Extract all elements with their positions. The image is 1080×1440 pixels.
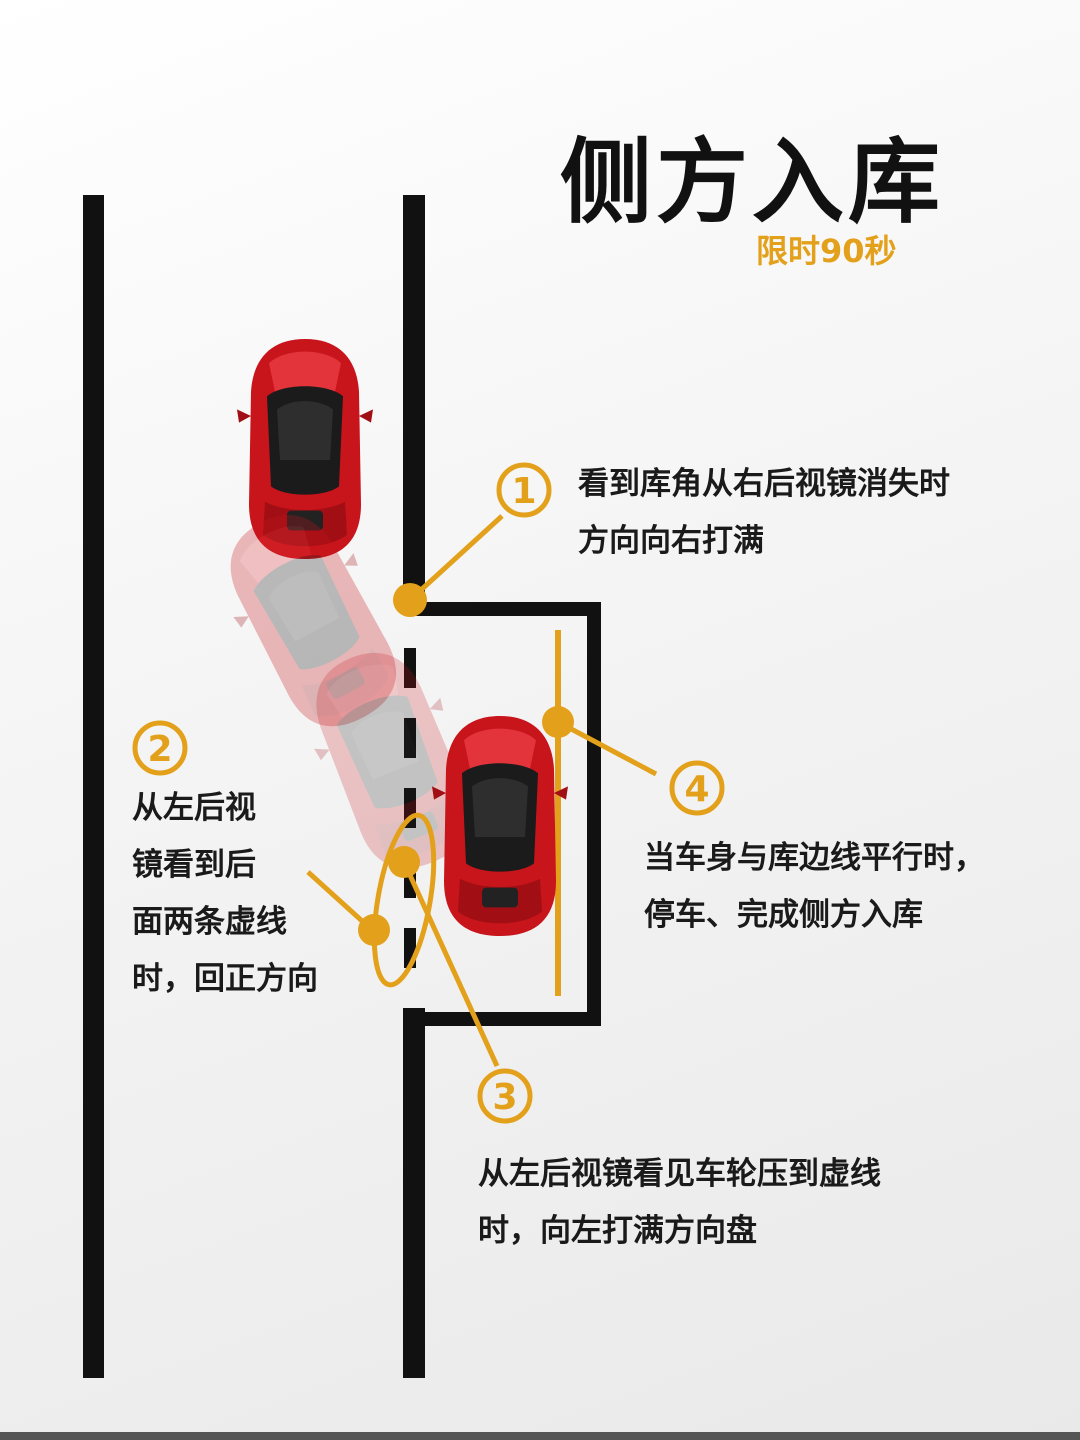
step-badge-4 xyxy=(669,760,725,816)
step-3-line: 时，向左打满方向盘 xyxy=(478,1213,757,1249)
step-3-line: 从左后视镜看见车轮压到虚线 xyxy=(478,1156,881,1192)
left-boundary-line xyxy=(83,195,104,1378)
highlight-ellipse xyxy=(371,812,437,988)
leader-line-1 xyxy=(408,514,504,602)
step-badge-2 xyxy=(132,720,188,776)
step-3-description: 从左后视镜看见车轮压到虚线 时，向左打满方向盘 xyxy=(478,1146,881,1260)
step-1-line: 方向向右打满 xyxy=(578,523,764,559)
step-badge-1 xyxy=(496,462,552,518)
middle-line-upper xyxy=(403,195,425,615)
leader-line-4 xyxy=(556,719,658,777)
step-4-line: 当车身与库边线平行时， xyxy=(644,840,985,876)
step-2-line: 面两条虚线 xyxy=(132,904,287,940)
step-badge-3 xyxy=(477,1068,533,1124)
step-4-description: 当车身与库边线平行时， 停车、完成侧方入库 xyxy=(644,830,985,944)
car-final xyxy=(432,716,568,936)
middle-line-lower xyxy=(403,1008,425,1378)
step-2-line: 镜看到后 xyxy=(132,847,256,883)
bottom-bar xyxy=(0,1432,1080,1440)
leader-line-3 xyxy=(401,860,500,1068)
page-title: 侧方入库 xyxy=(560,129,945,236)
parking-bay-outline xyxy=(414,602,601,1026)
anchor-dot-1 xyxy=(393,583,427,617)
step-1-description: 看到库角从右后视镜消失时 方向向右打满 xyxy=(578,456,950,570)
time-limit-label: 限时90秒 xyxy=(756,232,897,270)
step-1-line: 看到库角从右后视镜消失时 xyxy=(578,466,950,502)
step-4-line: 停车、完成侧方入库 xyxy=(644,897,923,933)
step-2-line: 时，回正方向 xyxy=(132,961,318,997)
step-number-2: 2 xyxy=(147,729,172,770)
step-number-3: 3 xyxy=(492,1077,517,1118)
step-number-4: 4 xyxy=(684,769,709,810)
step-2-description: 从左后视 镜看到后 面两条虚线 时，回正方向 xyxy=(132,780,318,1008)
step-2-line: 从左后视 xyxy=(132,790,256,826)
step-number-1: 1 xyxy=(511,471,536,512)
